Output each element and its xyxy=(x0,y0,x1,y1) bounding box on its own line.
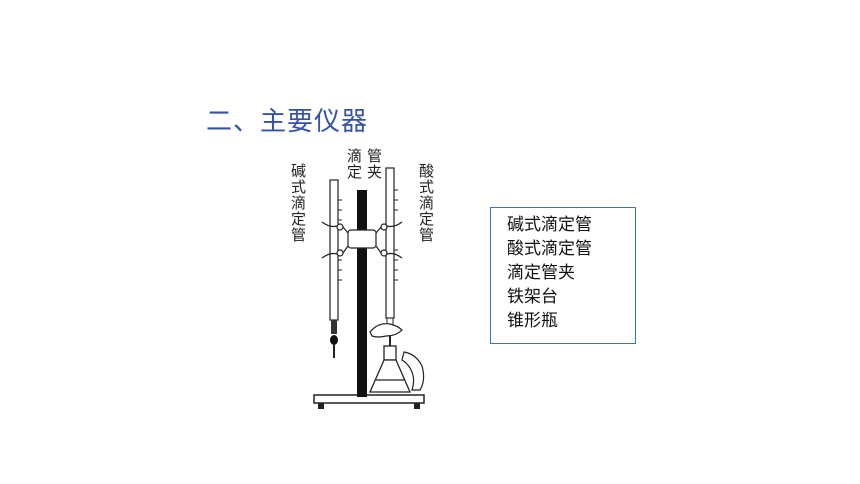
instrument-list-box: 碱式滴定管 酸式滴定管 滴定管夹 铁架台 锥形瓶 xyxy=(490,207,636,344)
hand-upper xyxy=(369,323,403,338)
list-item: 碱式滴定管 xyxy=(507,215,592,235)
titration-apparatus-figure xyxy=(286,140,446,415)
label-burette-clamp-line1: 滴定 xyxy=(345,148,363,180)
list-item: 滴定管夹 xyxy=(507,263,575,283)
label-acid-burette: 酸式滴定管 xyxy=(417,163,435,243)
conical-flask xyxy=(369,345,411,393)
iron-stand-rod xyxy=(357,190,367,397)
label-burette-clamp-line2: 管夹 xyxy=(365,148,383,180)
base-burette xyxy=(329,179,342,358)
stand-base xyxy=(313,394,425,409)
burette-clamp xyxy=(321,221,403,259)
hand-lower xyxy=(401,351,425,391)
instrument-list: 碱式滴定管 酸式滴定管 滴定管夹 铁架台 锥形瓶 xyxy=(507,213,635,333)
label-base-burette: 碱式滴定管 xyxy=(289,163,307,243)
list-item: 锥形瓶 xyxy=(507,311,558,331)
list-item: 铁架台 xyxy=(507,287,558,307)
list-item: 酸式滴定管 xyxy=(507,239,592,259)
slide-title: 二、主要仪器 xyxy=(206,107,369,137)
